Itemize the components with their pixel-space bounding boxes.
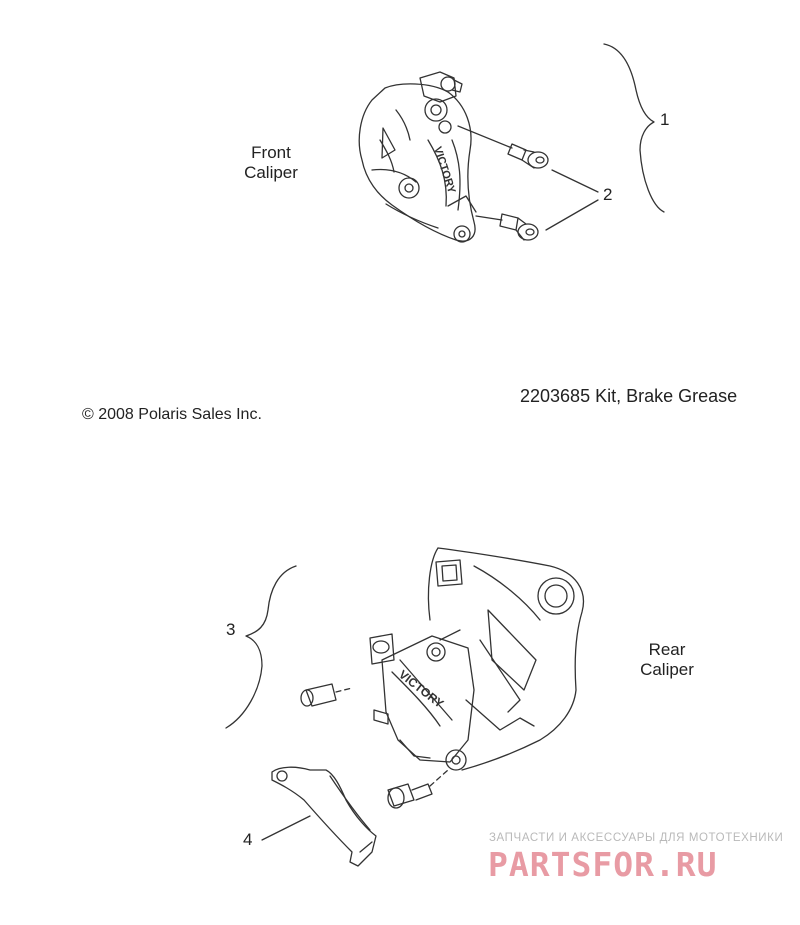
leader-line-2b — [545, 199, 599, 231]
copyright-note: © 2008 Polaris Sales Inc. — [82, 406, 262, 423]
rear-caliper-bracket-drawing — [427, 547, 584, 771]
brace-1 — [603, 43, 665, 213]
grease-kit-note: 2203685 Kit, Brake Grease — [520, 386, 738, 406]
front-caliper-label-line2: Caliper — [244, 163, 298, 182]
brace-3 — [225, 565, 297, 729]
leader-line-4 — [261, 815, 311, 841]
leader-line-2a — [551, 169, 599, 193]
front-caliper-drawing — [358, 71, 477, 243]
front-caliper-label: Front Caliper — [236, 143, 306, 183]
callout-3: 3 — [226, 620, 236, 639]
callout-2: 2 — [603, 185, 613, 204]
callout-4: 4 — [243, 830, 253, 849]
front-caliper-brand: VICTORY — [431, 145, 458, 195]
front-bolt-lower — [475, 213, 539, 241]
watermark-logo: PARTSFOR.RU — [488, 845, 718, 884]
watermark-subtitle: ЗАПЧАСТИ И АКСЕССУАРЫ ДЛЯ МОТОТЕХНИКИ — [489, 832, 784, 844]
rear-caliper-label-line2: Caliper — [640, 660, 694, 679]
rear-caliper-drawing — [369, 629, 475, 771]
callout-1: 1 — [660, 110, 670, 129]
rear-caliper-label: Rear Caliper — [632, 640, 702, 680]
rear-caliper-brand: VICTORY — [396, 667, 446, 710]
front-bolt-upper — [457, 125, 549, 169]
brake-pad-plate — [271, 766, 377, 867]
rear-caliper-pin — [300, 683, 353, 707]
rear-caliper-label-line1: Rear — [648, 640, 686, 659]
front-caliper-label-line1: Front — [251, 143, 291, 162]
rear-caliper-bolt — [387, 769, 449, 809]
